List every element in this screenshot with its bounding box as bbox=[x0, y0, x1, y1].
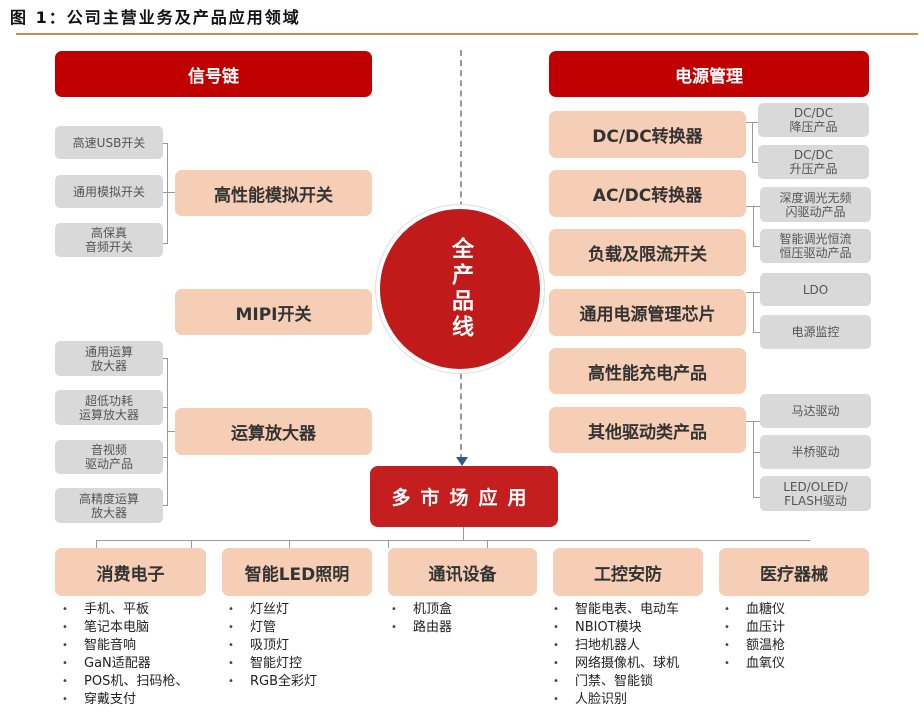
list-item: 扫地机器人 bbox=[553, 637, 679, 655]
list-item: 手机、平板 bbox=[62, 601, 188, 619]
sub-item: 超低功耗 运算放大器 bbox=[55, 390, 163, 425]
sub-item: 马达驱动 bbox=[760, 394, 871, 428]
list-item: 灯丝灯 bbox=[228, 601, 317, 619]
market-connector bbox=[96, 540, 810, 541]
figure-title: 图 1：公司主营业务及产品应用领域 bbox=[10, 8, 301, 27]
list-item: 智能音响 bbox=[62, 637, 188, 655]
market-category: 通讯设备 bbox=[388, 548, 537, 596]
sub-item: 高速USB开关 bbox=[55, 126, 163, 159]
arrow-down-icon bbox=[456, 457, 468, 466]
market-list: 血糖仪血压计额温枪血氧仪 bbox=[724, 601, 785, 673]
sub-item: LED/OLED/ FLASH驱动 bbox=[760, 476, 871, 511]
sub-item: 半桥驱动 bbox=[760, 435, 871, 469]
signal-chain-header: 信号链 bbox=[55, 51, 372, 97]
market-category: 智能LED照明 bbox=[222, 548, 372, 596]
list-item: 额温枪 bbox=[724, 637, 785, 655]
signal-item: 高性能模拟开关 bbox=[175, 170, 372, 216]
sub-item: 深度调光无频 闪驱动产品 bbox=[760, 187, 871, 222]
bracket bbox=[167, 358, 168, 506]
list-item: 灯管 bbox=[228, 619, 317, 637]
list-item: 吸顶灯 bbox=[228, 637, 317, 655]
market-list: 智能电表、电动车NBIOT模块扫地机器人网络摄像机、球机门禁、智能锁人脸识别 bbox=[553, 601, 679, 709]
list-item: 网络摄像机、球机 bbox=[553, 655, 679, 673]
bracket bbox=[167, 143, 168, 244]
market-category: 工控安防 bbox=[553, 548, 703, 596]
market-list: 机顶盒路由器 bbox=[391, 601, 452, 637]
list-item: 人脸识别 bbox=[553, 691, 679, 709]
market-category: 消费电子 bbox=[55, 548, 206, 596]
list-item: 门禁、智能锁 bbox=[553, 673, 679, 691]
sub-item: 音视频 驱动产品 bbox=[55, 440, 163, 474]
power-header: 电源管理 bbox=[549, 51, 869, 97]
sub-item: 通用运算 放大器 bbox=[55, 341, 163, 376]
multi-market-box: 多市场应用 bbox=[370, 466, 558, 527]
sub-item: 高精度运算 放大器 bbox=[55, 488, 163, 523]
market-list: 灯丝灯灯管吸顶灯智能灯控RGB全彩灯 bbox=[228, 601, 317, 691]
list-item: 智能灯控 bbox=[228, 655, 317, 673]
signal-item: 运算放大器 bbox=[175, 408, 372, 455]
list-item: 机顶盒 bbox=[391, 601, 452, 619]
sub-item: 通用模拟开关 bbox=[55, 175, 163, 208]
list-item: RGB全彩灯 bbox=[228, 673, 317, 691]
list-item: NBIOT模块 bbox=[553, 619, 679, 637]
sub-item: LDO bbox=[760, 273, 871, 306]
list-item: 血氧仪 bbox=[724, 655, 785, 673]
list-item: POS机、扫码枪、 bbox=[62, 673, 188, 691]
market-category: 医疗器械 bbox=[719, 548, 869, 596]
market-list: 手机、平板笔记本电脑智能音响GaN适配器POS机、扫码枪、穿戴支付 bbox=[62, 601, 188, 709]
power-item: 其他驱动类产品 bbox=[549, 407, 746, 453]
list-item: 笔记本电脑 bbox=[62, 619, 188, 637]
list-item: GaN适配器 bbox=[62, 655, 188, 673]
sub-item: 高保真 音频开关 bbox=[55, 223, 163, 257]
list-item: 智能电表、电动车 bbox=[553, 601, 679, 619]
list-item: 路由器 bbox=[391, 619, 452, 637]
sub-item: 智能调光恒流 恒压驱动产品 bbox=[760, 229, 871, 263]
full-product-line-circle: 全产品线 bbox=[376, 205, 544, 373]
list-item: 穿戴支付 bbox=[62, 691, 188, 709]
title-rule bbox=[16, 33, 918, 35]
sub-item: 电源监控 bbox=[760, 315, 871, 349]
power-item: AC/DC转换器 bbox=[549, 170, 746, 217]
power-item: 通用电源管理芯片 bbox=[549, 289, 746, 336]
sub-item: DC/DC 升压产品 bbox=[758, 145, 869, 179]
list-item: 血糖仪 bbox=[724, 601, 785, 619]
signal-item: MIPI开关 bbox=[175, 289, 372, 335]
sub-item: DC/DC 降压产品 bbox=[758, 103, 869, 137]
power-item: 负载及限流开关 bbox=[549, 229, 746, 276]
list-item: 血压计 bbox=[724, 619, 785, 637]
power-item: DC/DC转换器 bbox=[549, 111, 746, 158]
power-item: 高性能充电产品 bbox=[549, 348, 746, 394]
